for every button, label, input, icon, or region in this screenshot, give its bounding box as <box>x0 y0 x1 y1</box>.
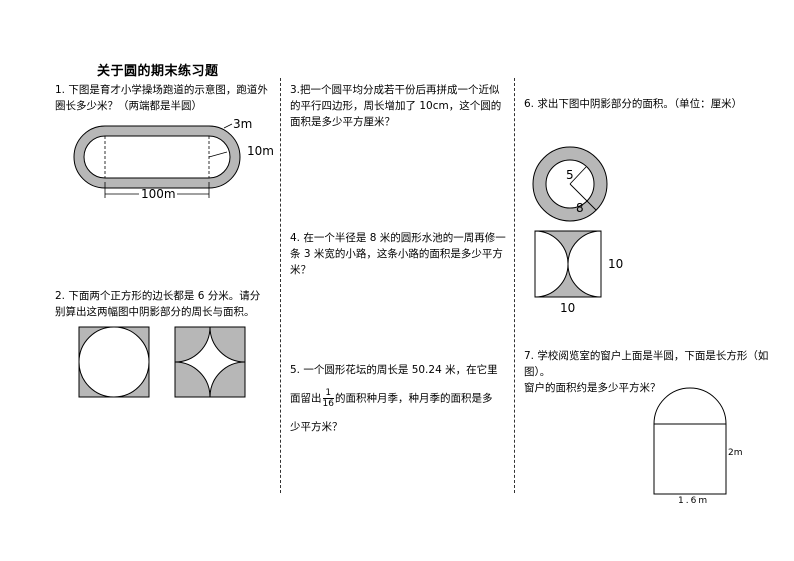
question-5-line2-pre: 面留出 <box>290 392 322 405</box>
question-4-text: 4. 在一个半径是 8 米的圆形水池的一周再修一条 3 米宽的小路，这条小路的面… <box>290 232 506 276</box>
label-window-width: 1.6m <box>678 496 709 506</box>
ring-figure: 5 8 <box>532 146 608 222</box>
fraction-numerator: 1 <box>322 388 334 399</box>
label-side-right: 10 <box>608 257 623 271</box>
square-circle-figure <box>78 326 150 398</box>
label-side-bottom: 10 <box>560 301 575 315</box>
label-length-100m: 100m <box>141 187 176 201</box>
question-7-text: 7. 学校阅览室的窗户上面是半圆，下面是长方形（如图）。 窗户的面积约是多少平方… <box>524 348 774 396</box>
label-width-3m: 3m <box>233 117 252 131</box>
question-2-text: 2. 下面两个正方形的边长都是 6 分米。请分别算出这两幅图中阴影部分的周长与面… <box>55 290 261 318</box>
label-window-height: 2m <box>728 448 743 458</box>
question-7-line1: 7. 学校阅览室的窗户上面是半圆，下面是长方形（如图）。 <box>524 350 769 378</box>
question-5-line3: 少平方米？ <box>290 421 343 433</box>
running-track-figure: 3m 10m 100m <box>73 117 274 201</box>
label-radius-10m: 10m <box>247 144 274 158</box>
fraction-denominator: 16 <box>322 399 334 409</box>
question-3-text: 3.把一个圆平均分成若干份后再拼成一个近似的平行四边形，周长增加了 10cm，这… <box>290 84 502 128</box>
question-6-text: 6. 求出下图中阴影部分的面积。（单位：厘米） <box>524 98 743 110</box>
column-divider-right <box>514 78 515 493</box>
question-1-text: 1. 下图是育才小学操场跑道的示意图，跑道外圈长多少米？（两端都是半圆） <box>55 84 268 112</box>
label-outer-radius: 8 <box>576 201 584 215</box>
column-divider-left <box>280 78 281 493</box>
window-figure: 2m 1.6m <box>653 387 743 506</box>
question-5-line1: 5. 一个圆形花坛的周长是 50.24 米，在它里 <box>290 364 498 376</box>
square-quarter-circles-figure <box>174 326 246 398</box>
square-semicircles-figure: 10 10 <box>534 230 623 315</box>
question-7-line2: 窗户的面积约是多少平方米？ <box>524 382 661 394</box>
label-inner-radius: 5 <box>566 168 574 182</box>
track-inner <box>83 135 231 179</box>
question-5-line2-post: 的面积种月季，种月季的面积是多 <box>334 392 493 405</box>
page-title: 关于圆的期末练习题 <box>97 64 219 79</box>
